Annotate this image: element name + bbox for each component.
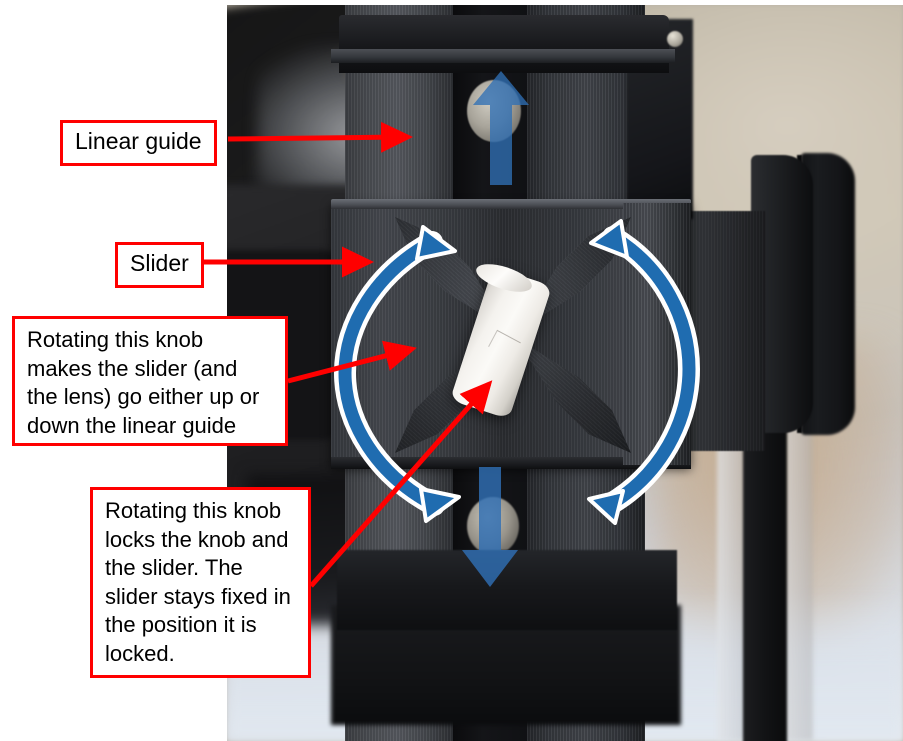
slider-block-top-edge xyxy=(331,199,691,209)
callout-rotating-knob-moves-slider: Rotating this knob makes the slider (and… xyxy=(12,316,288,446)
screw-head-icon xyxy=(667,31,683,47)
slider-moves-down-arrow xyxy=(462,467,518,587)
callout-lock-line-3: the slider. The xyxy=(105,555,243,581)
callout-lock-line-1: Rotating this knob xyxy=(105,498,282,523)
callout-move-line-2: makes the slider (and xyxy=(27,355,238,381)
camera-lens-barrel xyxy=(687,211,765,451)
callout-lock-line-4: slider stays fixed in xyxy=(105,583,291,609)
callout-move-line-4: down the linear guide xyxy=(27,412,237,438)
knob-rotation-arrow-right xyxy=(587,219,701,525)
top-cap-block xyxy=(339,15,669,73)
motion-arrows-overlay xyxy=(333,71,701,587)
annotated-photograph xyxy=(227,5,903,741)
callout-lock-line-6: locked. xyxy=(105,640,175,666)
top-cap-lip xyxy=(331,49,675,63)
callout-lock-line-2: locks the knob and xyxy=(105,526,289,552)
callout-move-line-1: Rotating this knob xyxy=(27,327,204,352)
callout-lock-line-5: the position it is xyxy=(105,612,257,638)
callout-slider-text: Slider xyxy=(130,250,189,276)
callout-linear-guide-text: Linear guide xyxy=(75,128,202,154)
callout-linear-guide: Linear guide xyxy=(60,120,217,166)
support-post-right xyxy=(785,415,813,740)
callout-move-line-3: the lens) go either up or xyxy=(27,384,260,410)
support-post-left xyxy=(717,420,747,740)
callout-slider: Slider xyxy=(115,242,204,288)
slider-moves-up-arrow xyxy=(473,71,529,185)
support-post-center xyxy=(743,405,787,741)
knob-rotation-arrow-left xyxy=(333,225,461,523)
callout-rotating-knob-locks-slider: Rotating this knob locks the knob and th… xyxy=(90,487,311,678)
